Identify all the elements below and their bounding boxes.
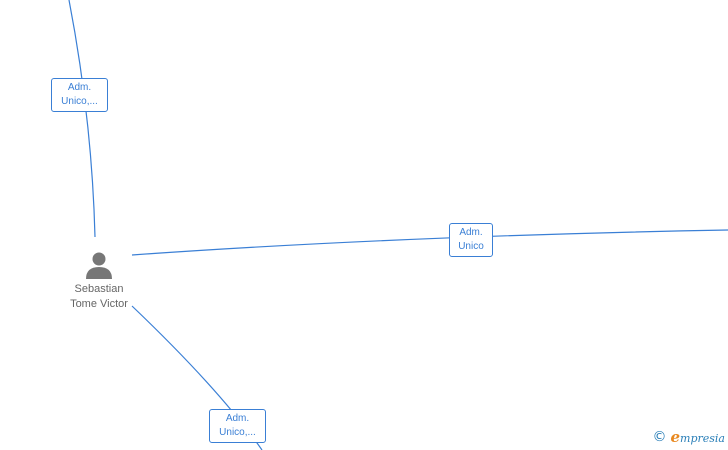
person-name-line2: Tome Victor	[70, 298, 128, 310]
copyright-icon: ©	[652, 429, 667, 445]
edge-label-line: Unico	[458, 241, 484, 252]
person-name-line1: Sebastian	[74, 283, 124, 295]
edge-label-line: Unico,...	[61, 96, 98, 107]
edge-label-top[interactable]: Adm. Unico,...	[51, 78, 108, 112]
person-name: Sebastian Tome Victor	[56, 282, 142, 312]
edge-label-right[interactable]: Adm. Unico	[449, 223, 493, 257]
person-icon	[86, 252, 112, 279]
edge-label-line: Adm.	[225, 413, 250, 424]
edge-label-line: Unico,...	[219, 427, 256, 438]
brand-rest: mpresia	[680, 432, 725, 445]
edge-line-top	[68, 0, 96, 238]
person-node[interactable]: Sebastian Tome Victor	[56, 250, 142, 312]
brand-initial: e	[670, 428, 681, 446]
edge-label-line: Adm.	[67, 82, 92, 93]
watermark: © e mpresia	[652, 428, 725, 446]
edge-line-right	[131, 229, 728, 256]
edge-label-bottom[interactable]: Adm. Unico,...	[209, 409, 266, 443]
brand-logo: e mpresia	[670, 428, 725, 446]
edge-label-line: Adm.	[459, 227, 483, 238]
